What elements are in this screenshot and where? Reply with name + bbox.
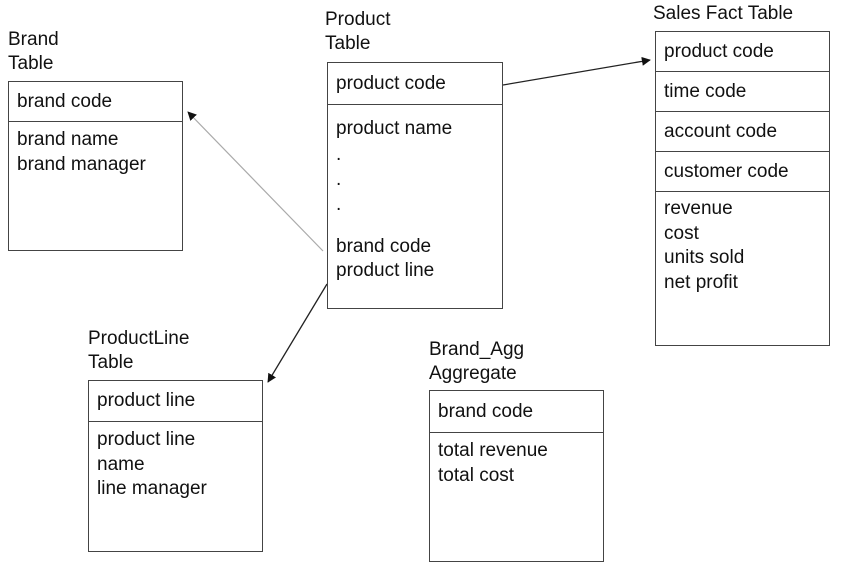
productline-table-caption: ProductLine Table <box>88 327 189 375</box>
attribute: product name <box>336 118 453 139</box>
brand-table-attributes: brand name brand manager <box>9 122 182 177</box>
sales-measures: revenue cost units sold net profit <box>656 192 829 295</box>
sales-key: customer code <box>656 152 829 192</box>
productline-table: product line product line name line mana… <box>88 380 263 552</box>
attribute: total revenue <box>438 440 548 461</box>
attribute: name <box>97 453 145 475</box>
measure: cost <box>664 222 699 244</box>
attribute: brand manager <box>17 153 146 175</box>
ellipsis-dot: . <box>336 193 342 215</box>
measure: net profit <box>664 271 738 293</box>
ellipsis-dot: . <box>336 143 342 165</box>
attribute: product line <box>336 260 435 281</box>
brand-table-caption: Brand Table <box>8 28 59 76</box>
attribute: brand code <box>336 235 432 257</box>
sales-key: product code <box>656 32 829 72</box>
product-table: product code product name . . . brand co… <box>327 62 503 309</box>
attribute: product line <box>97 429 196 450</box>
sales-key: account code <box>656 112 829 152</box>
caption-line: Brand_Agg <box>429 339 525 360</box>
arrow-product-to-productline <box>267 283 328 383</box>
ellipsis-dot: . <box>336 168 342 190</box>
brand-agg-caption: Brand_Agg Aggregate <box>429 338 524 386</box>
caption-line: Table <box>88 352 134 373</box>
measure: units sold <box>664 247 745 268</box>
productline-table-attributes: product line name line manager <box>89 422 262 502</box>
brand-agg-table: brand code total revenue total cost <box>429 390 604 562</box>
sales-fact-table-caption: Sales Fact Table <box>653 3 794 24</box>
attribute: brand name <box>17 129 119 150</box>
caption-line: Aggregate <box>429 363 517 384</box>
caption-line: Table <box>8 53 54 74</box>
brand-table: brand code brand name brand manager <box>8 81 183 251</box>
attribute: line manager <box>97 478 207 499</box>
caption-line: Brand <box>8 29 59 50</box>
brand-agg-attributes: total revenue total cost <box>430 433 603 488</box>
product-table-key: product code <box>328 63 502 105</box>
brand-agg-key: brand code <box>430 391 603 433</box>
productline-table-key: product line <box>89 381 262 422</box>
brand-table-key: brand code <box>9 82 182 122</box>
arrow-product-to-brand <box>187 111 324 252</box>
sales-key: time code <box>656 72 829 112</box>
caption-line: Product <box>325 9 391 30</box>
caption-line: ProductLine <box>88 328 190 349</box>
caption-line: Table <box>325 33 371 54</box>
attribute: total cost <box>438 464 515 486</box>
sales-fact-table: product code time code account code cust… <box>655 31 830 346</box>
product-table-caption: Product Table <box>325 8 390 56</box>
product-table-attributes: product name . . . brand code product li… <box>328 105 502 284</box>
measure: revenue <box>664 198 733 219</box>
arrow-product-to-sales <box>502 56 651 86</box>
